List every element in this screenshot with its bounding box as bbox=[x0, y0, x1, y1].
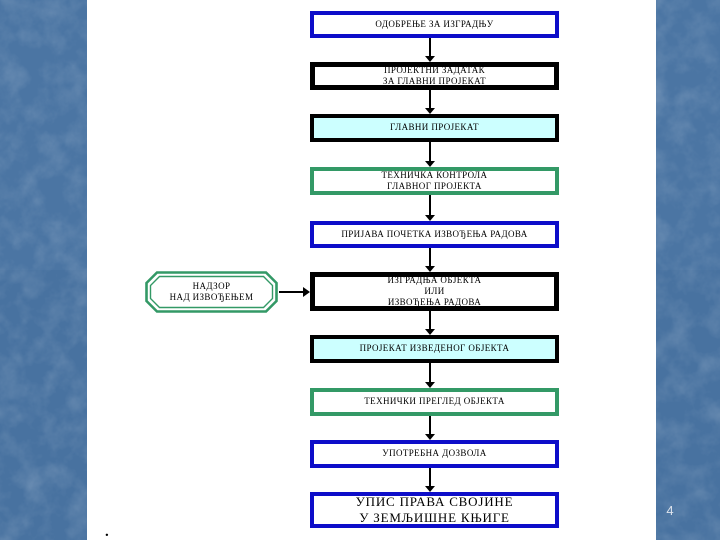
step-label: ПРОЈЕКАТ ИЗВЕДЕНОГ ОБЈЕКТА bbox=[359, 343, 510, 354]
step-label: ПРОЈЕКТНИ ЗАДАТАК bbox=[383, 64, 486, 75]
step-label: У ЗЕМЉИШНЕ КЊИГЕ bbox=[359, 510, 510, 525]
flow-step-izgradnja-objekta: ИЗГРАДЊА ОБЈЕКТА ИЛИ ИЗВОЂЕЊА РАДОВА bbox=[310, 272, 559, 311]
flow-step-upis-prava-svojine: УПИС ПРАВА СВОЈИНЕ У ЗЕМЉИШНЕ КЊИГЕ bbox=[310, 492, 559, 528]
step-label: ОДОБРЕЊЕ ЗА ИЗГРАДЊУ bbox=[375, 18, 494, 29]
flow-arrow-down-5 bbox=[425, 248, 435, 272]
flow-arrow-down-4 bbox=[425, 195, 435, 221]
side-node-label: НАДЗОР bbox=[192, 280, 231, 291]
side-node-label: НАД ИЗВОЂЕЊЕМ bbox=[169, 292, 254, 302]
flow-step-projektni-zadatak: ПРОЈЕКТНИ ЗАДАТАК ЗА ГЛАВНИ ПРОЈЕКАТ bbox=[310, 62, 559, 90]
flow-arrow-down-2 bbox=[425, 90, 435, 114]
arrowhead-icon bbox=[425, 329, 435, 335]
step-label: ИЗВОЂЕЊА РАДОВА bbox=[387, 297, 482, 308]
arrowhead-icon bbox=[425, 56, 435, 62]
flow-step-glavni-projekat: ГЛАВНИ ПРОЈЕКАТ bbox=[310, 114, 559, 142]
flow-step-tehnicka-kontrola: ТЕХНИЧКА КОНТРОЛА ГЛАВНОГ ПРОЈЕКТА bbox=[310, 167, 559, 195]
arrowhead-icon bbox=[425, 434, 435, 440]
step-label: УПИС ПРАВА СВОЈИНЕ bbox=[355, 493, 514, 509]
flow-step-tehnicki-pregled: ТЕХНИЧКИ ПРЕГЛЕД ОБЈЕКТА bbox=[310, 388, 559, 416]
flow-step-odobrenje-za-izgradnju: ОДОБРЕЊЕ ЗА ИЗГРАДЊУ bbox=[310, 11, 559, 38]
flow-step-upotrebna-dozvola: УПОТРЕБНА ДОЗВОЛА bbox=[310, 440, 559, 468]
octagon-shape-icon bbox=[145, 271, 278, 313]
slide-page-number: 4 bbox=[666, 503, 674, 518]
flow-arrow-down-8 bbox=[425, 416, 435, 440]
step-label: УПОТРЕБНА ДОЗВОЛА bbox=[382, 448, 487, 459]
flow-step-prijava-pocetka: ПРИЈАВА ПОЧЕТКА ИЗВОЂЕЊА РАДОВА bbox=[310, 221, 559, 248]
arrowhead-icon bbox=[425, 108, 435, 114]
stray-period: . bbox=[105, 524, 109, 540]
flow-arrow-down-1 bbox=[425, 38, 435, 62]
flow-arrow-down-9 bbox=[425, 468, 435, 492]
arrowhead-icon bbox=[425, 161, 435, 167]
step-label: ИЗГРАДЊА ОБЈЕКТА bbox=[387, 274, 482, 285]
arrowhead-icon bbox=[425, 382, 435, 388]
flow-arrow-down-6 bbox=[425, 311, 435, 335]
step-label: ТЕХНИЧКИ ПРЕГЛЕД ОБЈЕКТА bbox=[364, 396, 505, 407]
arrowhead-icon bbox=[303, 287, 310, 297]
step-label: ТЕХНИЧКА КОНТРОЛА bbox=[381, 169, 488, 180]
flow-step-projekat-izvedenog-objekta: ПРОЈЕКАТ ИЗВЕДЕНОГ ОБЈЕКТА bbox=[310, 335, 559, 363]
step-label: ГЛАВНИ ПРОЈЕКАТ bbox=[390, 122, 479, 133]
step-label: ЗА ГЛАВНИ ПРОЈЕКАТ bbox=[382, 76, 487, 86]
arrowhead-icon bbox=[425, 266, 435, 272]
arrowhead-icon bbox=[425, 486, 435, 492]
step-label: ГЛАВНОГ ПРОЈЕКТА bbox=[387, 181, 482, 191]
side-node-nadzor: НАДЗОР НАД ИЗВОЂЕЊЕМ bbox=[145, 271, 278, 313]
flow-arrow-down-7 bbox=[425, 363, 435, 388]
arrowhead-icon bbox=[425, 215, 435, 221]
step-label: ИЛИ bbox=[424, 285, 445, 296]
connector-arrow-nadzor-to-izgradnja bbox=[279, 286, 310, 298]
step-label: ПРИЈАВА ПОЧЕТКА ИЗВОЂЕЊА РАДОВА bbox=[341, 228, 528, 239]
flow-arrow-down-3 bbox=[425, 142, 435, 167]
